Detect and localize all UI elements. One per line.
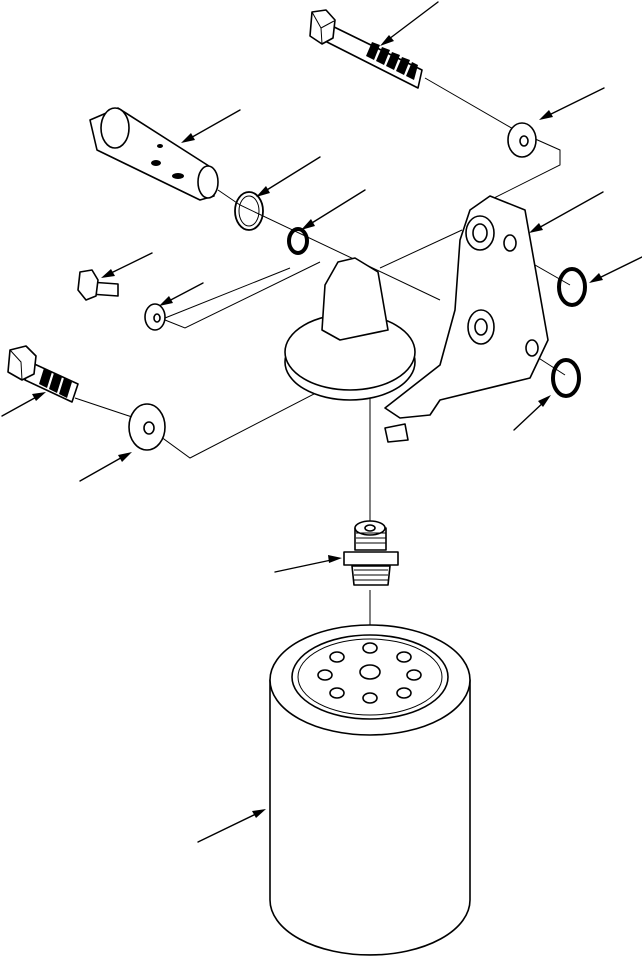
leader-arrow-relief-valve [181, 109, 241, 143]
bolt-left [7, 345, 79, 403]
o-ring-right-lower [551, 358, 581, 398]
small-bolt [77, 269, 119, 301]
leader-arrow-small-bolt [101, 252, 153, 278]
leader-arrow-gasket [256, 156, 321, 197]
small-washer [144, 303, 166, 331]
gasket-ring [234, 191, 264, 231]
nipple-fitting [343, 520, 399, 586]
leader-arrow-small-washer [159, 282, 204, 306]
o-ring-right-upper [557, 267, 587, 307]
o-ring-small [287, 227, 309, 255]
bolt-long-top [309, 9, 423, 89]
leader-arrow-o-ring-right-lower [513, 395, 551, 431]
filter-head-bracket [284, 195, 549, 443]
washer-top [507, 122, 537, 158]
leader-arrow-washer-left [79, 452, 132, 482]
leader-arrow-washer-top [539, 87, 605, 120]
leader-arrow-filter [197, 809, 266, 843]
leader-arrow-nipple [274, 555, 342, 573]
leader-arrow-bolt-long-top [380, 1, 439, 46]
leader-arrow-o-ring-small [301, 189, 366, 230]
leader-arrow-bolt-left [1, 392, 46, 417]
leader-arrows [1, 1, 642, 843]
relief-valve-body [89, 107, 219, 201]
oil-filter-cartridge [269, 624, 471, 956]
leader-arrow-bracket [529, 191, 604, 233]
leader-arrow-o-ring-right-upper [589, 256, 642, 283]
washer-left [128, 403, 166, 451]
